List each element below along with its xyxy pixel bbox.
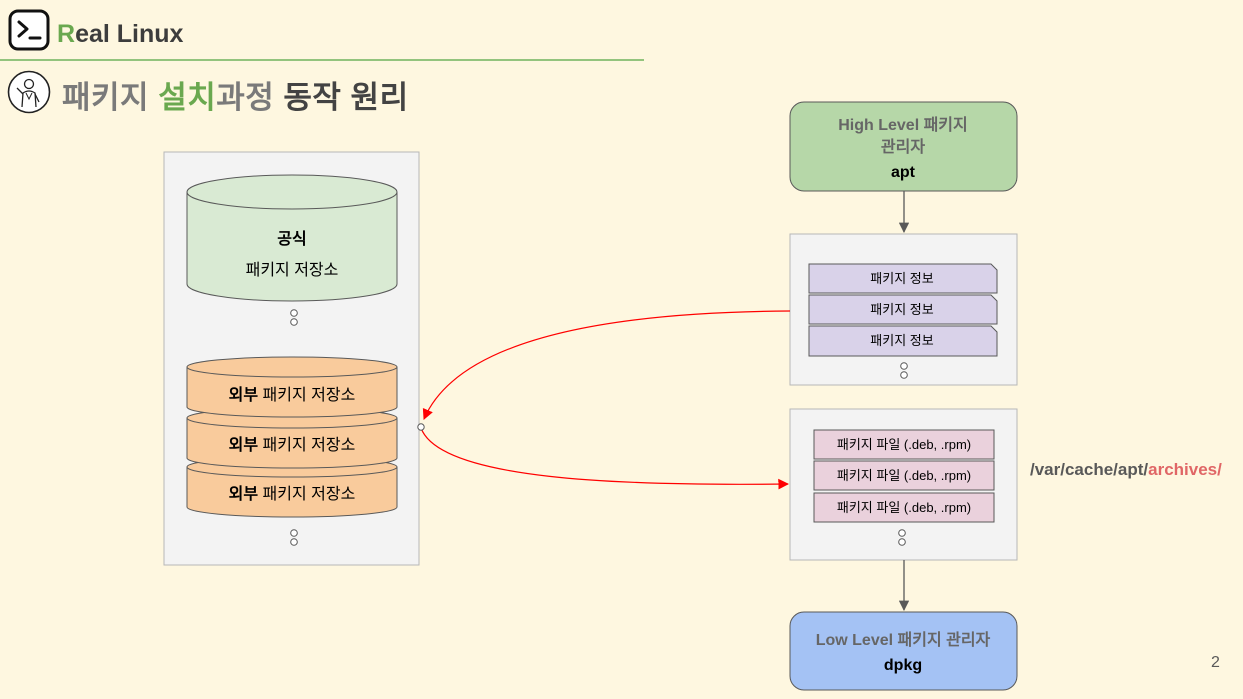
official-repo-bold: 공식 [277,230,306,248]
connection-point [417,423,425,431]
package-info-label: 패키지 정보 [870,333,933,348]
header-divider [0,59,644,61]
svg-text:외부 패키지 저장소: 외부 패키지 저장소 [229,386,356,404]
svg-text:외부 패키지 저장소: 외부 패키지 저장소 [229,436,356,454]
svg-text:외부 패키지 저장소: 외부 패키지 저장소 [229,485,356,503]
terminal-prompt-icon [8,9,50,51]
archives-path-prefix: /var/cache/apt/ [1030,460,1149,479]
package-file-item: 패키지 파일 (.deb, .rpm) [813,429,995,460]
archives-path: /var/cache/apt/archives/ [1030,460,1222,480]
external-repo-label: 패키지 저장소 [258,386,355,404]
external-repo-label: 패키지 저장소 [258,436,355,454]
external-repo-label: 패키지 저장소 [258,485,355,503]
ellipsis-dot [900,362,908,370]
low-level-line1: Low Level 패키지 관리자 [816,630,991,649]
package-file-label: 패키지 파일 (.deb, .rpm) [837,468,971,483]
download-file-arrow [420,427,790,490]
brand-rest: eal Linux [75,20,184,48]
high-level-manager: High Level 패키지 관리자 apt [789,101,1018,192]
fetch-info-arrow [422,310,791,420]
brand-name: Real Linux [57,20,183,49]
brand-first-letter: R [57,20,76,48]
slide-title: 패키지 설치과정 동작 원리 [62,72,409,117]
ellipsis-dot [290,529,298,537]
low-level-manager: Low Level 패키지 관리자 dpkg [789,611,1018,691]
title-part-1: 패키지 [62,80,159,115]
person-sketch-icon [7,70,51,114]
high-level-line2: 관리자 [881,138,925,156]
high-level-name: apt [891,164,916,181]
package-file-item: 패키지 파일 (.deb, .rpm) [813,460,995,491]
page-number: 2 [1211,654,1220,671]
title-part-4: 동작 원리 [283,80,409,115]
package-file-label: 패키지 파일 (.deb, .rpm) [837,500,971,515]
ellipsis-dot [900,371,908,379]
external-repo-bold: 외부 [229,436,259,454]
package-info-label: 패키지 정보 [870,302,933,317]
ellipsis-dot [290,318,298,326]
title-part-2: 설치 [158,80,217,115]
official-repo-label: 패키지 저장소 [246,261,339,279]
title-part-3: 과정 [216,80,284,115]
ellipsis-dot [290,538,298,546]
package-file-item: 패키지 파일 (.deb, .rpm) [813,492,995,523]
official-repository: 공식 패키지 저장소 [186,174,398,302]
external-repository: 외부 패키지 저장소 [186,356,398,418]
archives-path-highlight: archives/ [1148,460,1222,479]
high-level-line1: High Level 패키지 [838,115,968,134]
package-info-item: 패키지 정보 [808,294,998,325]
ellipsis-dot [290,309,298,317]
package-info-item: 패키지 정보 [808,263,998,294]
external-repo-bold: 외부 [229,386,259,404]
low-level-name: dpkg [884,657,922,674]
package-info-item: 패키지 정보 [808,325,998,357]
ellipsis-dot [898,529,906,537]
package-file-label: 패키지 파일 (.deb, .rpm) [837,437,971,452]
package-info-label: 패키지 정보 [870,271,933,286]
external-repo-bold: 외부 [229,485,259,503]
ellipsis-dot [898,538,906,546]
